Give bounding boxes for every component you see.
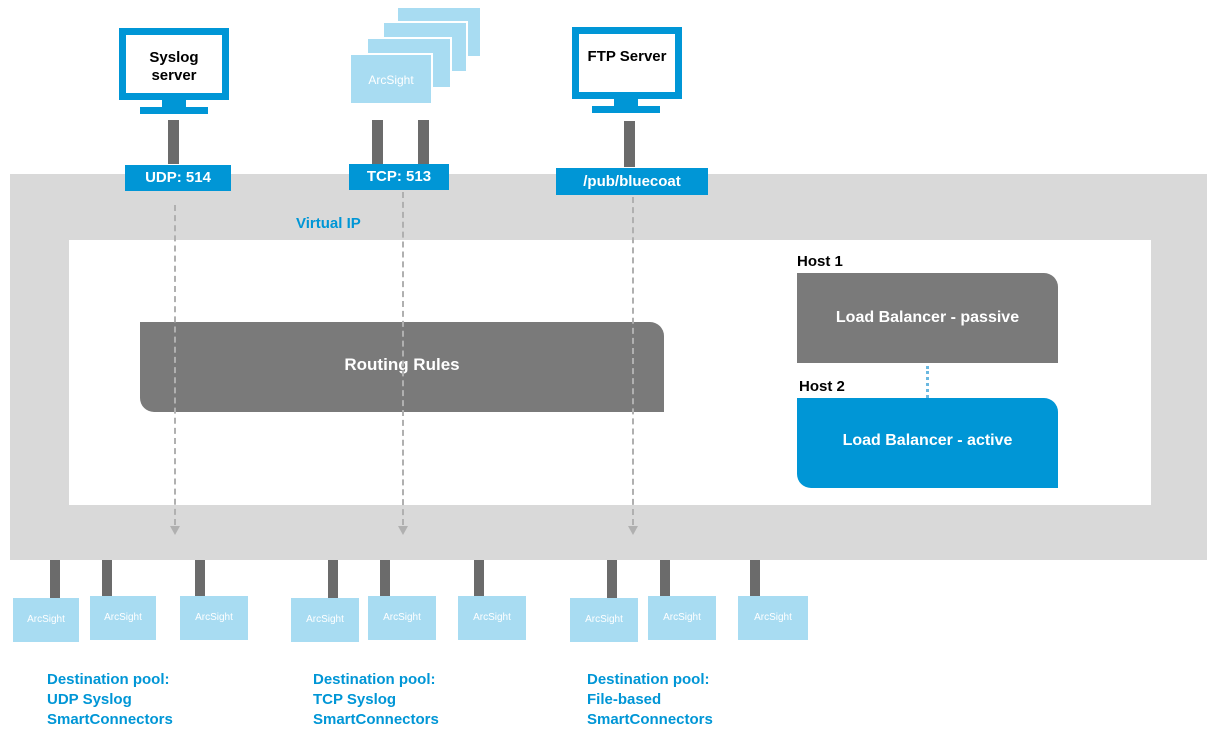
dest-post — [660, 560, 670, 596]
ftp-flow-line — [632, 197, 634, 525]
virtual-ip-label: Virtual IP — [296, 215, 361, 232]
destination-node-label: ArcSight — [383, 612, 421, 623]
destination-node: ArcSight — [738, 596, 808, 640]
dest-post — [474, 560, 484, 596]
ftp-path-badge: /pub/bluecoat — [556, 168, 708, 195]
arcsight-source-node: ArcSight — [351, 53, 433, 103]
load-balancer-passive: Load Balancer - passive — [797, 273, 1058, 363]
ftp-connector-post — [624, 121, 635, 167]
tcp-flow-arrowhead — [398, 526, 408, 535]
ftp-label: FTP Server — [587, 48, 667, 65]
destination-node-label: ArcSight — [585, 614, 623, 625]
destination-node: ArcSight — [180, 596, 248, 640]
udp-flow-arrowhead — [170, 526, 180, 535]
arcsight-connector-post-left — [372, 120, 383, 164]
destination-node: ArcSight — [90, 596, 156, 640]
syslog-label-line1: Syslog — [149, 49, 199, 66]
destination-node-label: ArcSight — [195, 612, 233, 623]
destination-node: ArcSight — [291, 598, 359, 642]
pool-label-line: TCP Syslog — [313, 691, 397, 708]
pool-label-file: Destination pool: File-based SmartConnec… — [587, 670, 713, 730]
pool-label-line: Destination pool: — [313, 671, 436, 688]
destination-node: ArcSight — [648, 596, 716, 640]
load-balancer-passive-label: Load Balancer - passive — [835, 309, 1020, 326]
syslog-server-monitor: Syslog server — [119, 28, 229, 100]
syslog-connector-post — [168, 120, 179, 164]
syslog-label-line2: server — [151, 67, 197, 84]
dest-post — [195, 560, 205, 596]
pool-label-line: Destination pool: — [587, 671, 710, 688]
load-balancer-active: Load Balancer - active — [797, 398, 1058, 488]
dest-post — [750, 560, 760, 596]
host-1-label: Host 1 — [797, 253, 843, 270]
destination-node-label: ArcSight — [27, 614, 65, 625]
destination-node: ArcSight — [13, 598, 79, 642]
destination-node-label: ArcSight — [754, 612, 792, 623]
dest-post — [607, 560, 617, 598]
load-balancer-active-label: Load Balancer - active — [842, 432, 1013, 449]
tcp-port-badge: TCP: 513 — [349, 164, 449, 190]
pool-label-line: SmartConnectors — [313, 711, 439, 728]
pool-label-line: UDP Syslog — [47, 691, 132, 708]
arcsight-connector-post-right — [418, 120, 429, 164]
syslog-monitor-foot — [140, 107, 208, 114]
ftp-monitor-foot — [592, 106, 660, 113]
dest-post — [102, 560, 112, 596]
ftp-flow-arrowhead — [628, 526, 638, 535]
pool-label-udp: Destination pool: UDP Syslog SmartConnec… — [47, 670, 173, 730]
udp-port-badge: UDP: 514 — [125, 165, 231, 191]
tcp-flow-line — [402, 192, 404, 525]
ftp-monitor-stand — [614, 99, 638, 106]
pool-label-line: SmartConnectors — [47, 711, 173, 728]
destination-node-label: ArcSight — [473, 612, 511, 623]
dest-post — [380, 560, 390, 596]
destination-node-label: ArcSight — [306, 614, 344, 625]
dest-post — [50, 560, 60, 598]
syslog-monitor-stand — [162, 100, 186, 107]
udp-flow-line — [174, 205, 176, 525]
ftp-server-monitor: FTP Server — [572, 27, 682, 99]
host-link-line — [926, 366, 929, 398]
arcsight-source-label: ArcSight — [368, 73, 414, 87]
destination-node: ArcSight — [458, 596, 526, 640]
pool-label-line: Destination pool: — [47, 671, 170, 688]
destination-node-label: ArcSight — [663, 612, 701, 623]
pool-label-tcp: Destination pool: TCP Syslog SmartConnec… — [313, 670, 439, 730]
pool-label-line: SmartConnectors — [587, 711, 713, 728]
destination-node: ArcSight — [368, 596, 436, 640]
dest-post — [328, 560, 338, 598]
destination-node-label: ArcSight — [104, 612, 142, 623]
pool-label-line: File-based — [587, 691, 662, 708]
host-2-label: Host 2 — [799, 378, 845, 395]
destination-node: ArcSight — [570, 598, 638, 642]
